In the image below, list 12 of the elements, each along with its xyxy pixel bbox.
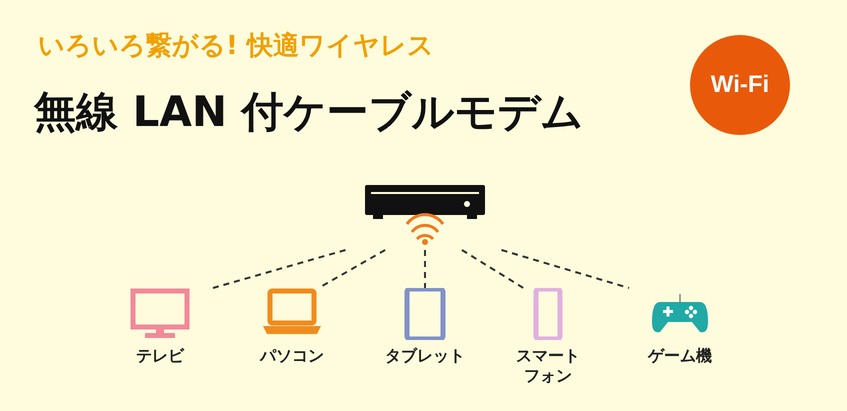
dashed-line <box>424 250 426 288</box>
device-label: ゲーム機 <box>648 346 712 366</box>
dashed-line <box>461 249 524 289</box>
dashed-line <box>501 249 630 289</box>
device-label: スマートフォン <box>515 346 581 386</box>
dashed-line <box>212 249 346 289</box>
badge: Wi-Fi <box>690 35 790 135</box>
title: 無線 LAN 付ケーブルモデム <box>34 86 584 138</box>
device-label: タブレット <box>385 346 465 366</box>
device-label: テレビ <box>136 346 184 366</box>
subtitle: いろいろ繋がる! 快適ワイヤレス <box>38 30 434 63</box>
device-label: パソコン <box>260 346 324 366</box>
